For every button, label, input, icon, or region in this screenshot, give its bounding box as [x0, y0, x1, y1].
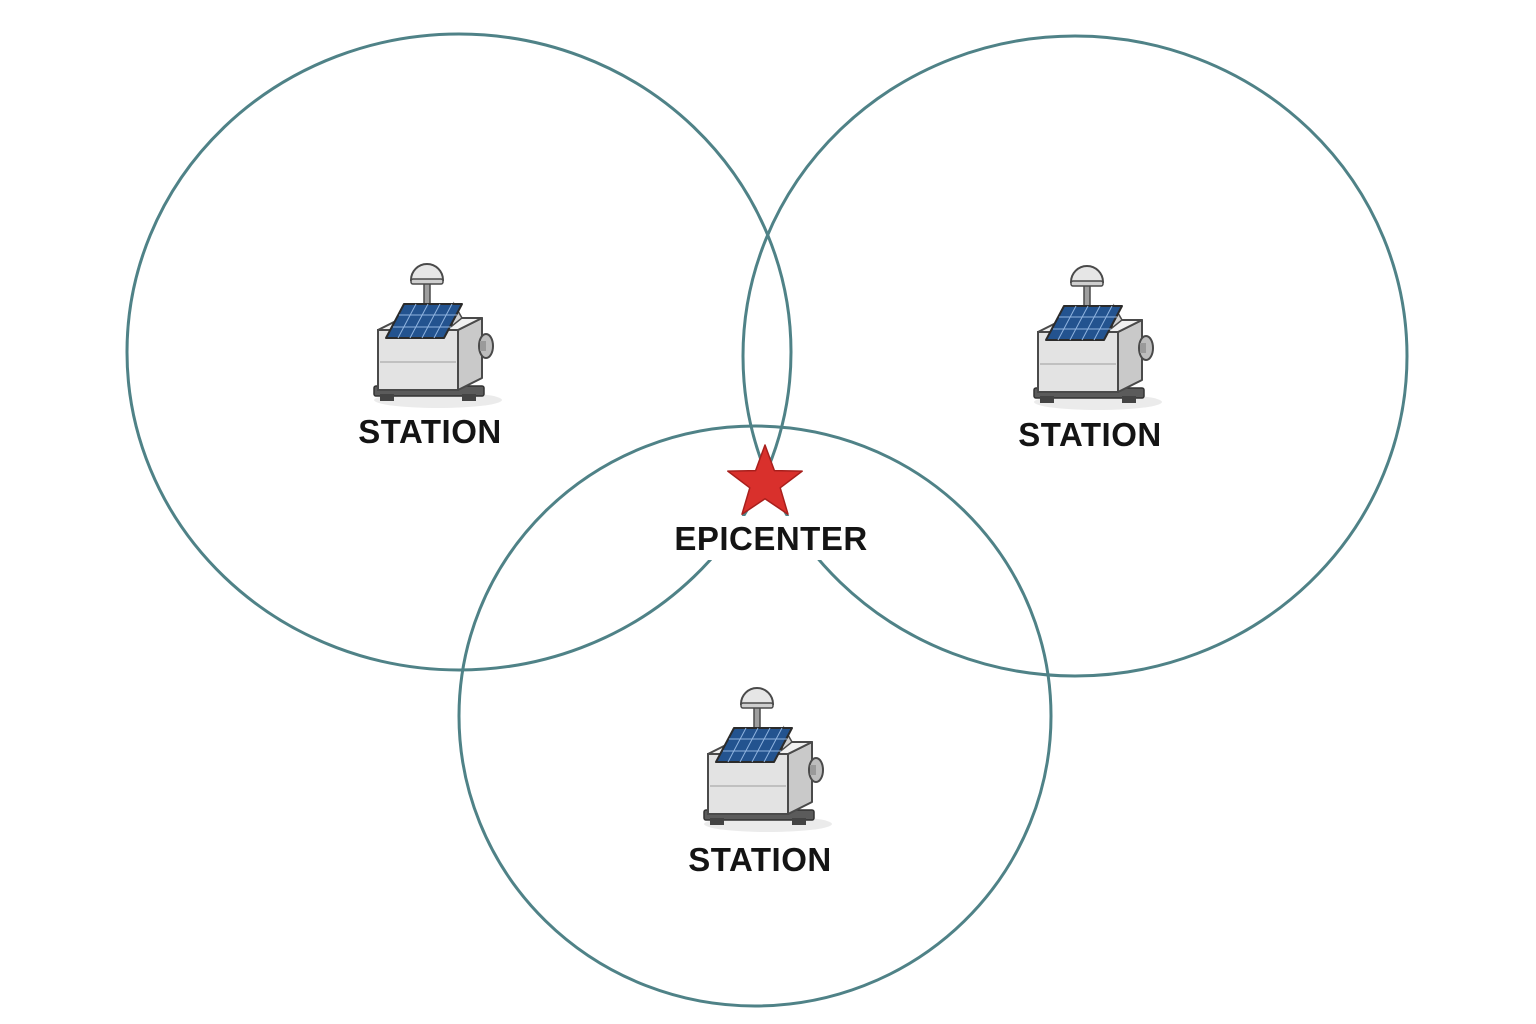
range-circle-left: [125, 32, 793, 672]
station-left: STATION: [358, 263, 503, 450]
range-circle-right: [741, 34, 1409, 678]
seismic-station-icon: [1033, 265, 1163, 411]
seismic-station-icon: [703, 687, 833, 833]
epicenter: EPICENTER: [674, 444, 867, 557]
station-left-label: STATION: [358, 413, 501, 450]
range-circles: [125, 32, 1409, 1008]
epicenter-label: EPICENTER: [674, 520, 867, 557]
station-bottom: STATION: [688, 687, 833, 878]
star-icon: [727, 444, 803, 515]
seismic-station-icon: [373, 263, 503, 409]
range-circle-bottom: [457, 424, 1053, 1008]
station-right: STATION: [1018, 265, 1163, 453]
station-right-label: STATION: [1018, 416, 1161, 453]
station-bottom-label: STATION: [688, 841, 831, 878]
